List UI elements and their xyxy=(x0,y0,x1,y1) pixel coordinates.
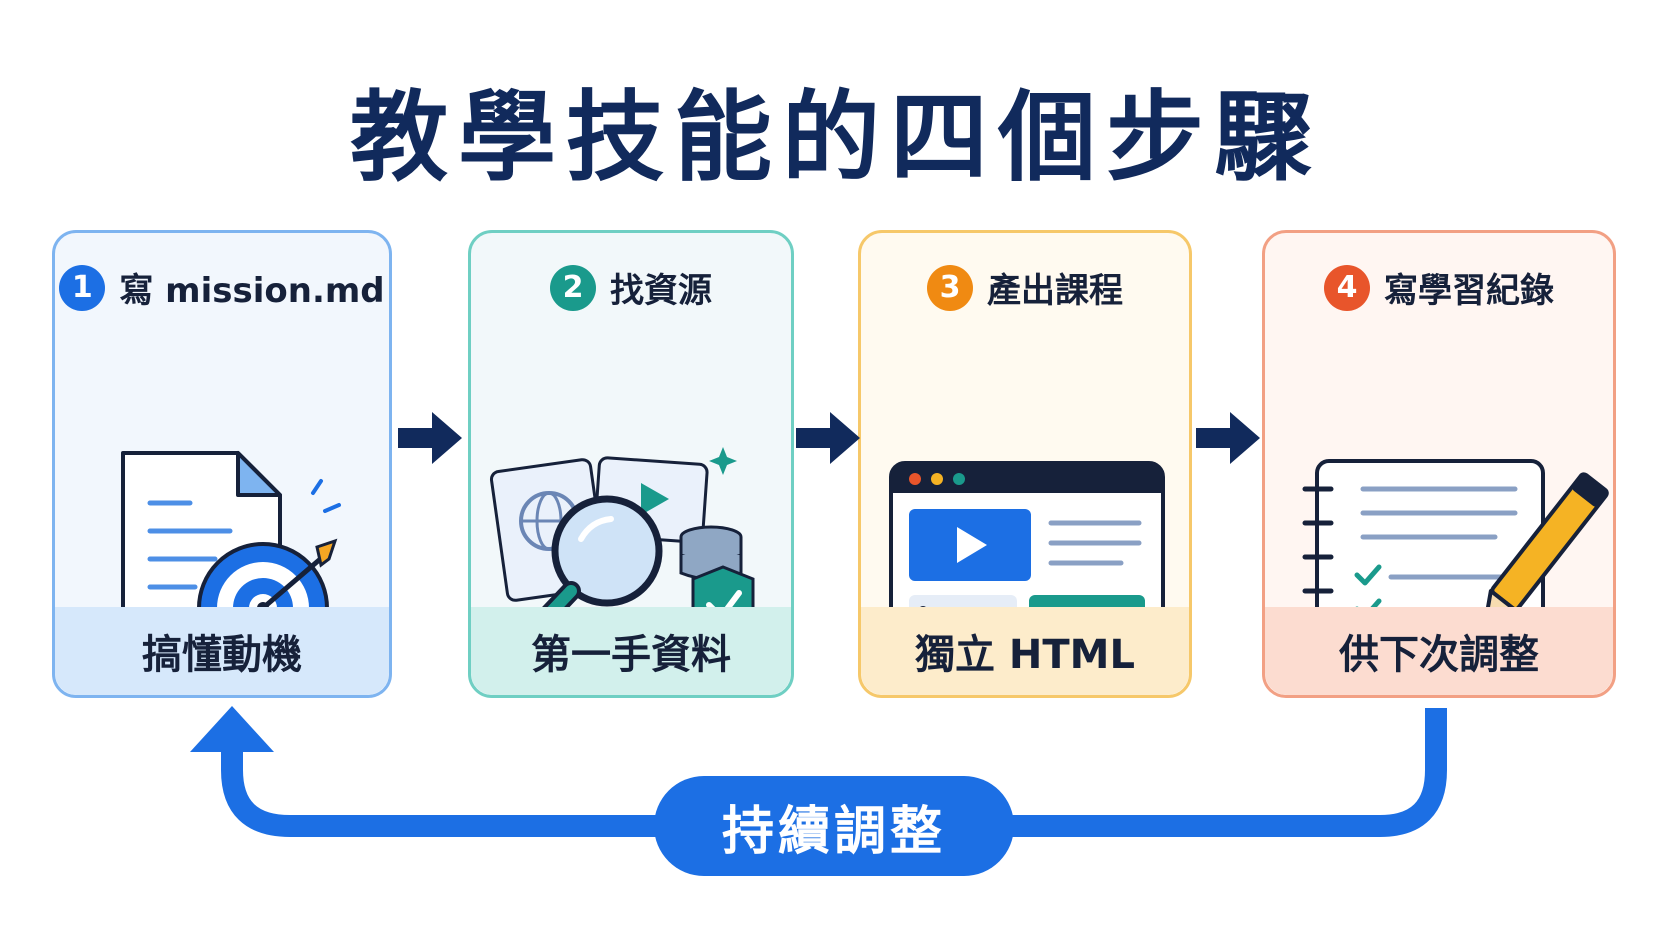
step-title: 找資源 xyxy=(610,271,712,311)
step-header: 2 找資源 xyxy=(471,263,791,312)
step-number-badge: 4 xyxy=(1324,264,1370,311)
step-header: 3 產出課程 xyxy=(861,263,1189,312)
step-card-resources: 2 找資源 第一手資料 xyxy=(468,230,794,698)
page-title: 教學技能的四個步驟 xyxy=(349,81,1322,195)
step-card-log: 4 寫學習紀錄 xyxy=(1262,230,1616,698)
step-number-badge: 1 xyxy=(59,264,106,311)
step-card-course: 3 產出課程 獨立 HTML xyxy=(858,230,1192,698)
step-number-badge: 2 xyxy=(550,264,596,311)
step-caption: 供下次調整 xyxy=(1265,607,1613,695)
step-number-badge: 3 xyxy=(927,264,973,311)
step-caption: 獨立 HTML xyxy=(861,607,1189,695)
step-title: 寫 mission.md xyxy=(119,271,385,311)
arrow-right-icon xyxy=(398,412,462,464)
step-header: 1 寫 mission.md xyxy=(55,263,389,312)
step-card-mission: 1 寫 mission.md 搞懂動機 xyxy=(52,230,392,698)
step-title: 寫學習紀錄 xyxy=(1384,271,1554,311)
loop-label: 持續調整 xyxy=(654,776,1014,876)
step-caption: 搞懂動機 xyxy=(55,607,389,695)
step-title: 產出課程 xyxy=(987,271,1123,311)
step-caption: 第一手資料 xyxy=(471,607,791,695)
arrow-right-icon xyxy=(1196,412,1260,464)
step-header: 4 寫學習紀錄 xyxy=(1265,263,1613,312)
arrow-right-icon xyxy=(796,412,860,464)
